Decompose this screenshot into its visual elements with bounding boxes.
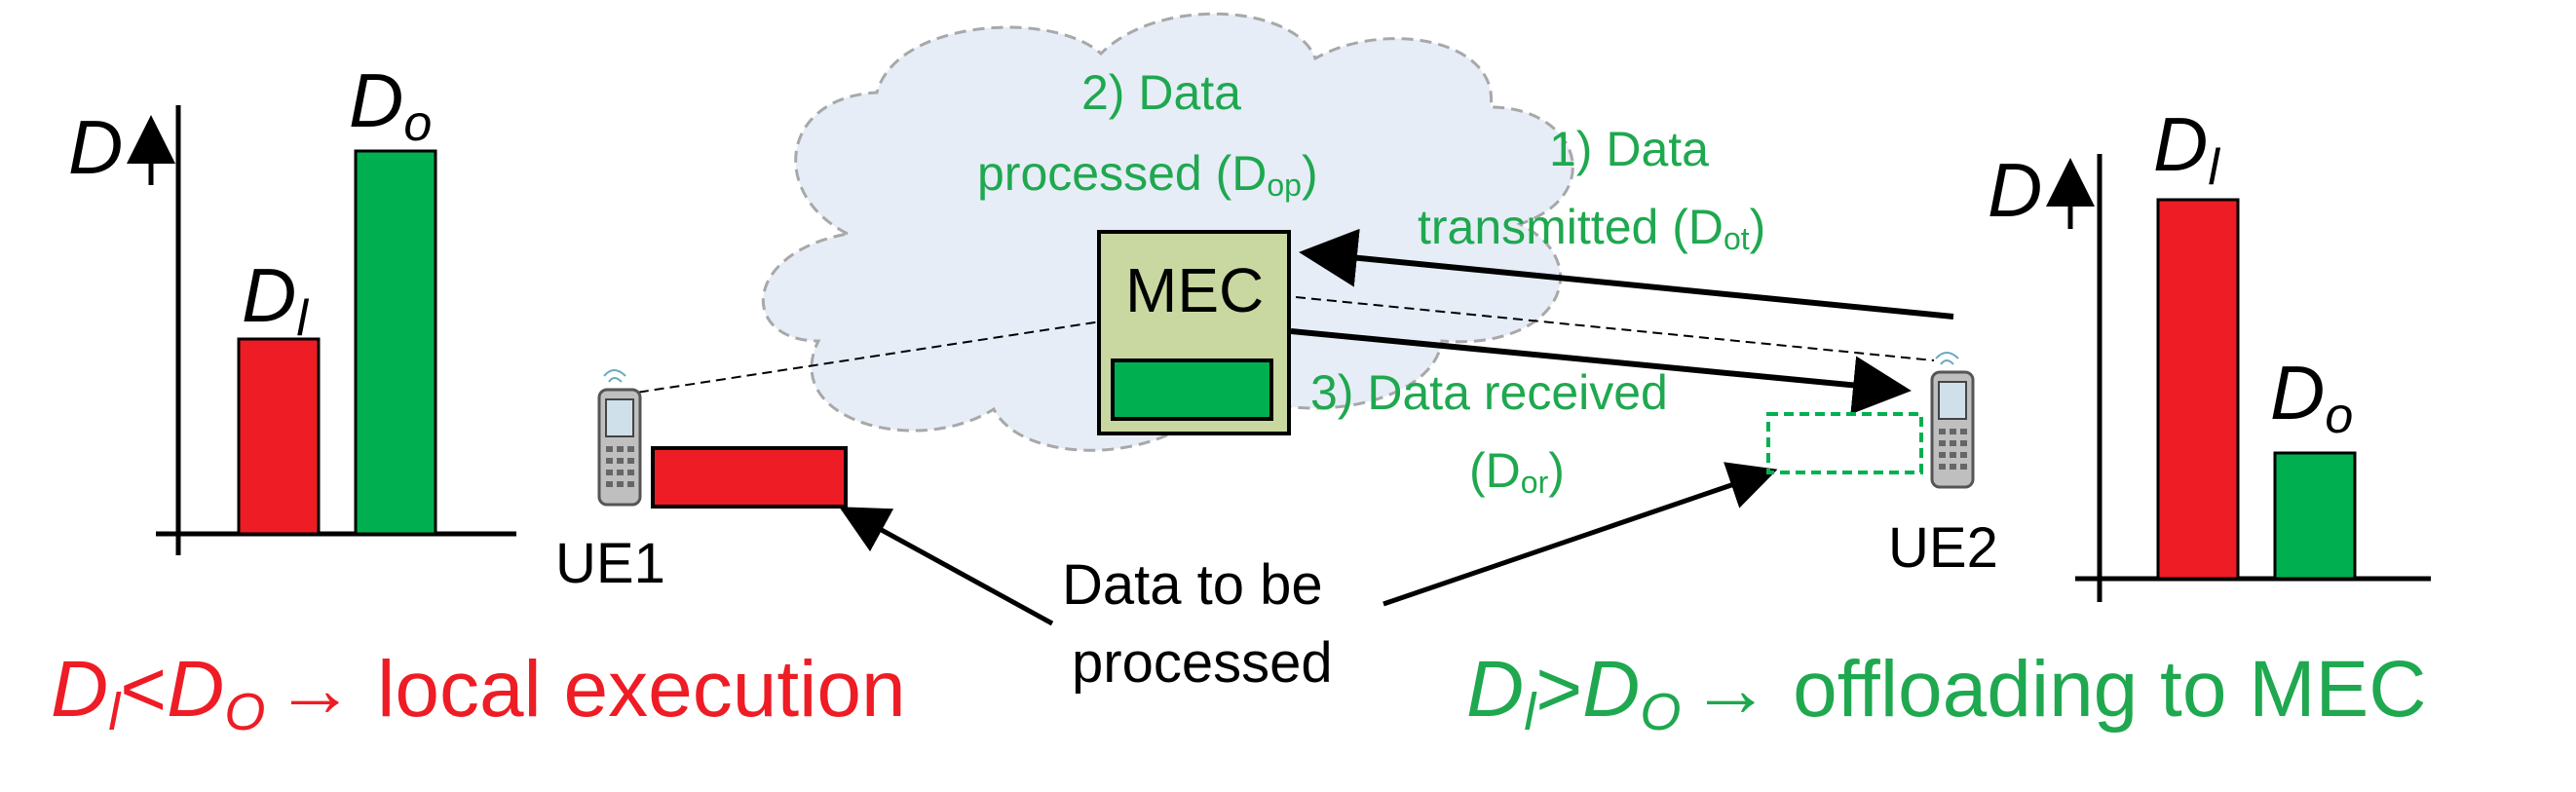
ue2-label: UE2 (1888, 516, 1998, 580)
ue2-offloaded-data-block (1766, 412, 1923, 474)
arrow-to-ue2-data (1383, 462, 1778, 607)
left-caption: Dl<DO→ local execution (51, 645, 906, 741)
data-to-be-processed-line2: processed (1072, 631, 1333, 695)
mec-label: MEC (1125, 255, 1264, 325)
right-chart-axis-label: D (1988, 147, 2042, 233)
left-chart-bar-label-dl: Dl (242, 252, 309, 347)
left-bar-chart (156, 105, 516, 555)
right-chart-bar-do (2273, 451, 2357, 581)
mec-server (1097, 230, 1291, 435)
left-chart-axis-label: D (68, 104, 123, 190)
mec-data-block (1111, 358, 1273, 421)
step2-label-line1: 2) Data (1081, 65, 1241, 120)
right-bar-chart (2075, 154, 2431, 602)
step3-label-line2: (Dor) (1469, 443, 1565, 500)
left-chart-bar-do (354, 149, 437, 536)
right-chart-bar-label-dl: Dl (2153, 101, 2220, 196)
step3-label-line1: 3) Data received (1310, 365, 1668, 420)
phone-icon-ue1 (597, 369, 642, 507)
step1-label-line1: 1) Data (1549, 122, 1709, 176)
link-line-mec-ue2 (1295, 296, 1935, 361)
step1-label-line2: transmitted (Dot) (1418, 200, 1765, 256)
right-chart-bar-label-do: Do (2270, 350, 2353, 444)
arrow-transmit (1299, 228, 1954, 320)
left-chart-bar-label-do: Do (349, 57, 432, 152)
right-caption: Dl>DO→ offloading to MEC (1466, 645, 2426, 741)
ue1-data-block (651, 446, 848, 509)
arrow-to-ue1-data (839, 507, 1054, 626)
ue1-label: UE1 (555, 532, 665, 595)
data-to-be-processed-line1: Data to be (1062, 553, 1323, 617)
phone-icon-ue2 (1930, 352, 1975, 489)
link-line-ue1-mec (623, 321, 1102, 396)
step2-label-line2: processed (Dop) (977, 146, 1318, 203)
right-chart-bar-dl (2156, 198, 2240, 581)
left-chart-bar-dl (237, 337, 321, 536)
arrow-receive (1290, 328, 1912, 415)
